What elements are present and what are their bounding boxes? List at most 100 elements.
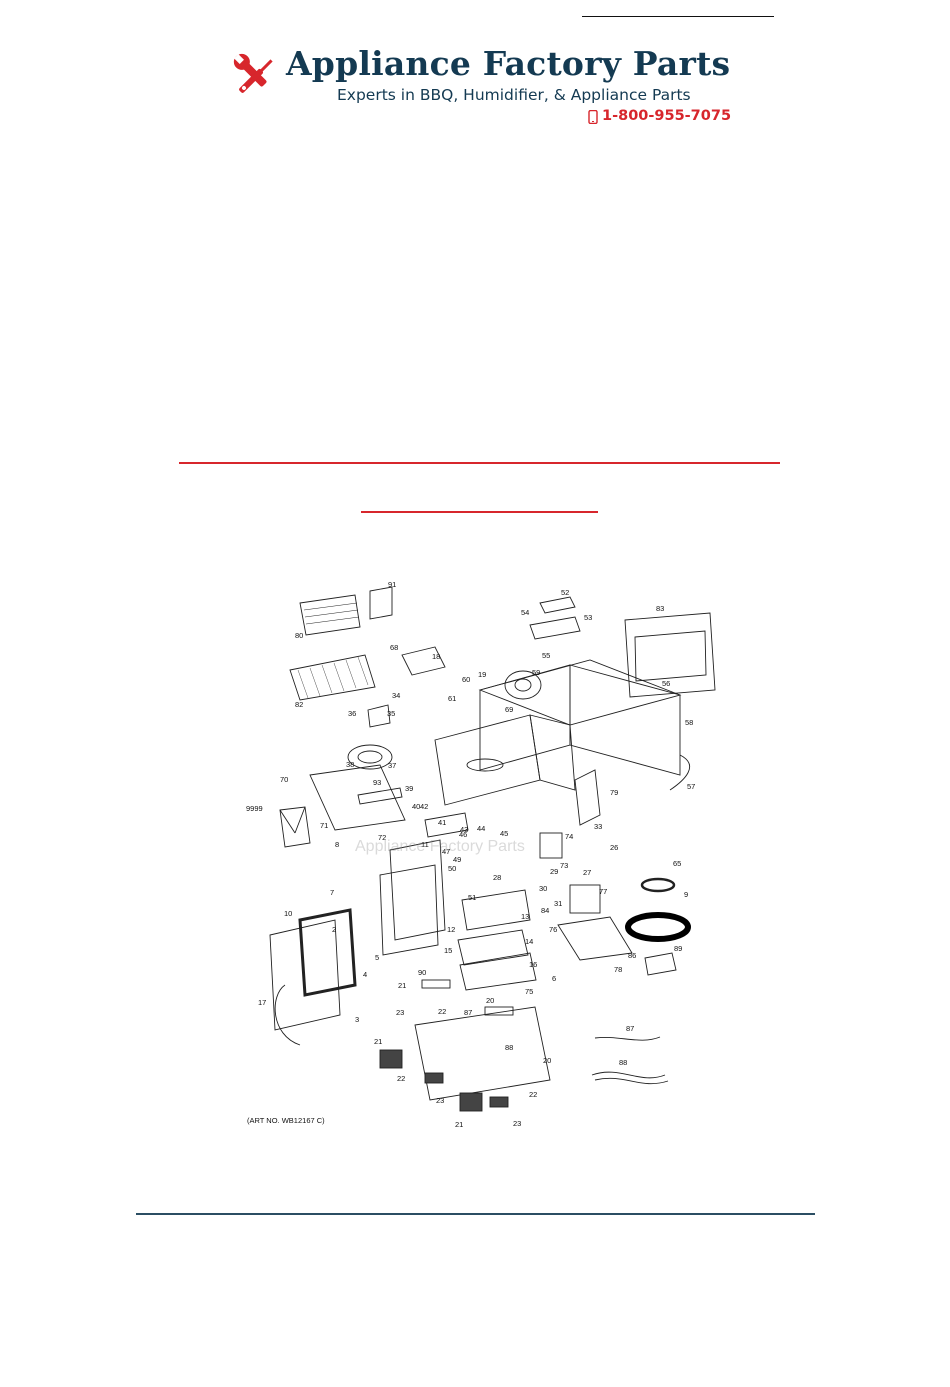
callout-89: 88 [619,1058,627,1067]
callout-73: 73 [560,861,568,870]
callout-2: 2 [332,925,336,934]
part-80-filter [299,594,361,636]
callout-20: 20 [486,996,494,1005]
callout-9: 9 [684,890,688,899]
callout-12: 12 [447,925,455,934]
callout-87: 23 [513,1119,521,1128]
callout-15: 15 [444,946,452,955]
part-9999-manual [279,806,311,848]
callout-80: 80 [295,631,303,640]
callout-72: 72 [378,833,386,842]
callout-70: 70 [280,775,288,784]
callout-75: 75 [525,987,533,996]
part-4-door [269,919,341,1031]
part-callouts: 91 80 82 68 18 19 60 61 34 36 35 38 37 5… [246,580,695,1129]
callout-31: 31 [554,899,562,908]
callout-51: 51 [468,893,476,902]
callout-89: 89 [674,944,682,953]
section-divider-red [179,462,780,464]
art-number-label: (ART NO. WB12167 C) [247,1116,325,1125]
callout-83: 83 [656,604,664,613]
callout-90: 90 [418,968,426,977]
callout-86: 22 [529,1090,537,1099]
callout-40: 40 [412,802,420,811]
callout-85: 21 [455,1120,463,1129]
callout-82: 82 [295,700,303,709]
brand-tagline: Experts in BBQ, Humidifier, & Appliance … [337,86,691,104]
callout-38: 38 [346,760,354,769]
callout-37: 37 [388,761,396,770]
callout-23: 23 [396,1008,404,1017]
part-68-plate [401,646,446,676]
callout-39: 39 [405,784,413,793]
part-34-bracket [367,704,391,728]
callout-60: 60 [462,675,470,684]
callout-59: 59 [532,668,540,677]
callout-10: 10 [284,909,292,918]
exploded-parts-diagram: 91 80 82 68 18 19 60 61 34 36 35 38 37 5… [246,580,716,1129]
callout-74: 74 [565,832,573,841]
callout-46: 46 [459,830,467,839]
callout-8: 8 [335,840,339,849]
callout-19: 19 [478,670,486,679]
footer-divider [136,1213,815,1215]
callout-84: 84 [541,906,549,915]
callout-55: 55 [542,651,550,660]
part-58-case [478,659,682,726]
callout-36: 36 [348,709,356,718]
part-37-stirrer [347,744,393,770]
top-rule [582,16,774,17]
part-73-magnetron [539,832,563,859]
callout-44: 44 [477,824,485,833]
callout-18: 18 [432,652,440,661]
part-91-louver [369,586,393,620]
part-16-panel [459,952,537,991]
wrench-screwdriver-icon [233,53,273,93]
part-2-window [298,908,357,997]
part-75-transformer [569,884,601,914]
callout-61: 61 [448,694,456,703]
callout-93: 93 [373,778,381,787]
part-70-grille [309,764,406,831]
part-79-board [574,769,601,826]
phone-icon [588,110,598,124]
callout-53: 53 [584,613,592,622]
callout-69: 69 [505,705,513,714]
callout-54: 54 [521,608,529,617]
part-84-ring [640,877,676,893]
callout-13: 13 [521,912,529,921]
callout-84: 23 [436,1096,444,1105]
callout-35: 35 [387,709,395,718]
callout-49: 49 [453,855,461,864]
callout-88: 88 [505,1043,513,1052]
callout-50: 50 [448,864,456,873]
callout-3: 3 [355,1015,359,1024]
callout-45: 45 [500,829,508,838]
callout-28: 28 [493,873,501,882]
callout-91: 91 [388,580,396,589]
callout-57: 57 [687,782,695,791]
callout-17: 17 [258,998,266,1007]
callout-42: 42 [420,802,428,811]
callout-65: 65 [673,859,681,868]
callout-30: 30 [539,884,547,893]
brand-phone: 1-800-955-7075 [602,108,732,124]
callout-7: 7 [330,888,334,897]
callout-5: 5 [375,953,379,962]
callout-87: 87 [464,1008,472,1017]
callout-43: 43 [460,825,468,834]
callout-71: 71 [320,821,328,830]
callout-52: 52 [561,588,569,597]
part-3-handle [274,984,301,1046]
callout-9999: 9999 [246,804,263,813]
callout-34: 34 [392,691,400,700]
callout-14: 14 [525,937,533,946]
brand-title: Appliance Factory Parts [286,44,731,83]
callout-68: 68 [390,643,398,652]
part-10-glass [379,864,439,956]
callout-41: 41 [438,818,446,827]
callout-88: 87 [626,1024,634,1033]
callout-29: 29 [550,867,558,876]
callout-22: 22 [438,1007,446,1016]
callout-4: 4 [363,970,367,979]
